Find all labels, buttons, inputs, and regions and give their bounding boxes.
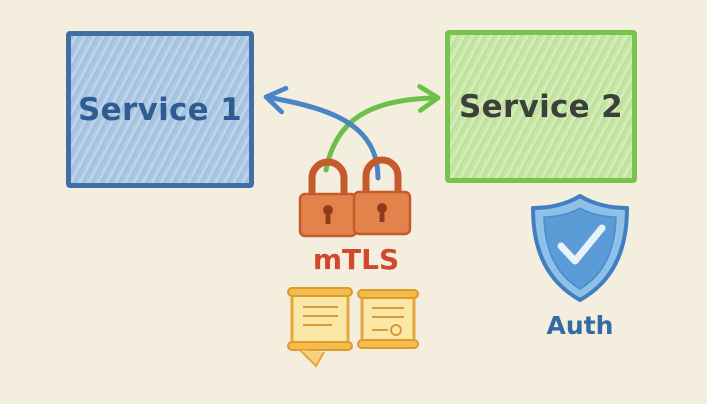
certificate-icon bbox=[287, 287, 353, 368]
padlock-icon bbox=[352, 156, 412, 236]
certificate-icon bbox=[357, 289, 419, 349]
service-2-node: Service 2 bbox=[445, 30, 637, 183]
service-1-node: Service 1 bbox=[66, 31, 254, 188]
shield-check-icon bbox=[531, 194, 629, 302]
service-2-label: Service 2 bbox=[459, 88, 623, 125]
mtls-label: mTLS bbox=[312, 243, 400, 276]
edge-arrow-to-service2 bbox=[323, 84, 441, 173]
service-1-label: Service 1 bbox=[78, 91, 242, 128]
auth-label: Auth bbox=[546, 311, 614, 340]
padlock-icon bbox=[298, 158, 358, 238]
